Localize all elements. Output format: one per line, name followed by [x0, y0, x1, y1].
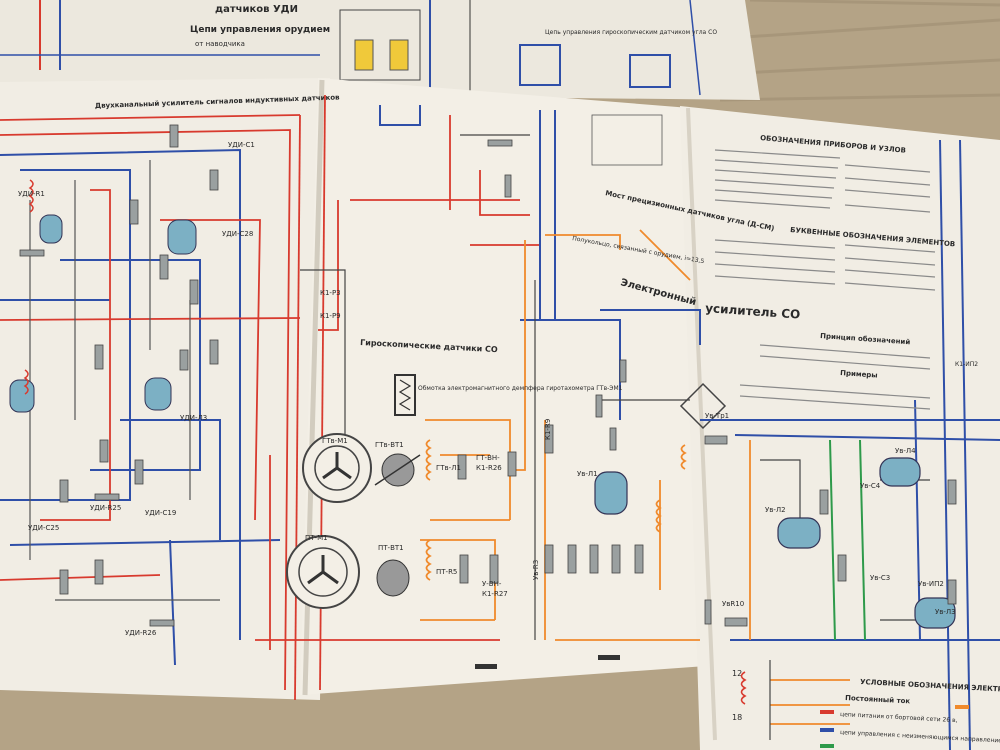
label-udi-l3: УДИ-Л3 — [180, 414, 207, 422]
tube-icon — [144, 377, 172, 411]
label-k1-p3: К1-Р3 — [320, 289, 341, 297]
transformer-pin-18: 18 — [732, 713, 742, 722]
tube-icon — [39, 214, 63, 244]
label-udi-c25: УДИ-С25 — [28, 524, 59, 532]
center-resistors — [457, 139, 712, 625]
fold-line-right — [686, 107, 717, 741]
label-k1-r26: К1-R26 — [476, 464, 502, 472]
label-udi-c28: УДИ-С28 — [222, 230, 253, 238]
label-uv-l3: Ув-Л3 — [935, 608, 956, 616]
label-pt-m1: ПТ-М1 — [305, 534, 328, 542]
label-k1-r27: К1-R27 — [482, 590, 508, 598]
right-wiring — [700, 139, 1000, 750]
rotary-transformer-icon — [374, 453, 421, 487]
tube-icon — [777, 517, 821, 549]
tube-icon — [594, 471, 628, 515]
label-udi-r25: УДИ-R25 — [90, 504, 121, 512]
legend-swatch-blue — [820, 728, 834, 732]
tube-icon — [914, 597, 956, 629]
label-gt-m1: ГТв-М1 — [322, 437, 348, 445]
legend-swatch-green — [820, 744, 834, 748]
ground-symbol — [475, 664, 497, 669]
label-uv-c4: Ув-С4 — [860, 482, 881, 490]
back-sheet — [0, 0, 760, 100]
back-sheet-drawing — [0, 0, 701, 96]
label-k1-p9: К1-Р9 — [320, 312, 341, 320]
label-uv-c3: Ув-С3 — [870, 574, 890, 582]
gyro-motor-gt — [302, 433, 372, 503]
label-u-vn: У-ВН- — [482, 580, 502, 588]
label-k1-ip2: К1-ИП2 — [955, 361, 978, 368]
amplifier-label: усилитель СО — [705, 301, 801, 322]
legend-swatch-red — [820, 710, 834, 714]
label-pt-vt1: ПТ-ВТ1 — [378, 544, 404, 552]
right-resistors — [704, 435, 957, 627]
main-sheet-center — [300, 78, 720, 695]
label-udi-r26: УДИ-R26 — [125, 629, 157, 637]
tube-icon — [167, 219, 197, 255]
left-resistors — [19, 124, 219, 627]
main-sheet-right — [680, 106, 1000, 750]
back-subtitle-center: от наводчика — [195, 40, 245, 48]
label-uv-l1: Ув-Л1 — [577, 470, 598, 478]
left-wiring — [0, 114, 301, 701]
label-udi-r1: УДИ-R1 — [18, 190, 45, 198]
back-title-center: Цепи управления орудием — [190, 25, 330, 35]
label-uv-tr1: Ув-Тр1 — [705, 412, 729, 420]
examples-title: Примеры — [840, 369, 878, 380]
gyro-motor-pt — [286, 535, 360, 609]
center-coils — [425, 439, 687, 581]
output-coil — [740, 671, 747, 705]
rotary-transformer-icon — [376, 559, 410, 597]
left-tubes — [9, 214, 197, 413]
label-uv-l2: Ув-Л2 — [765, 506, 786, 514]
ground-symbol — [598, 655, 620, 660]
left-coils — [23, 179, 34, 395]
diode-bridge-icon — [679, 382, 727, 430]
label-uv-ip2: Ув-ИП2 — [918, 580, 944, 588]
label-uv-r10: УвR10 — [722, 600, 744, 608]
legend-text-lines — [714, 149, 936, 410]
legend-swatch-orange — [955, 705, 969, 709]
label-uv-l4: Ув-Л4 — [895, 447, 916, 455]
coil-note: Обмотка электромагнитного демпфера гирот… — [418, 385, 623, 392]
label-gt-vn: ГТ-ВН- — [476, 454, 500, 462]
dc-label: Постоянный ток — [845, 694, 911, 705]
tube-icon — [9, 379, 35, 413]
note-box — [591, 114, 663, 166]
label-gt-l1: ГТв-Л1 — [436, 464, 461, 472]
label-udi-c19: УДИ-С19 — [145, 509, 176, 517]
label-pt-r5: ПТ-R5 — [436, 568, 457, 576]
label-uv-r3: Ув-R3 — [532, 560, 540, 580]
label-k1-r9: К1-R9 — [544, 419, 552, 440]
back-title-right: Цепь управления гироскопическим датчиком… — [545, 29, 717, 36]
label-gt-vt1: ГТв-ВТ1 — [375, 441, 404, 449]
label-udi-c1: УДИ-С1 — [228, 141, 255, 149]
tube-icon — [879, 457, 921, 487]
back-title-udi: датчиков УДИ — [215, 4, 298, 15]
transformer-pin-12: 12 — [732, 669, 742, 678]
